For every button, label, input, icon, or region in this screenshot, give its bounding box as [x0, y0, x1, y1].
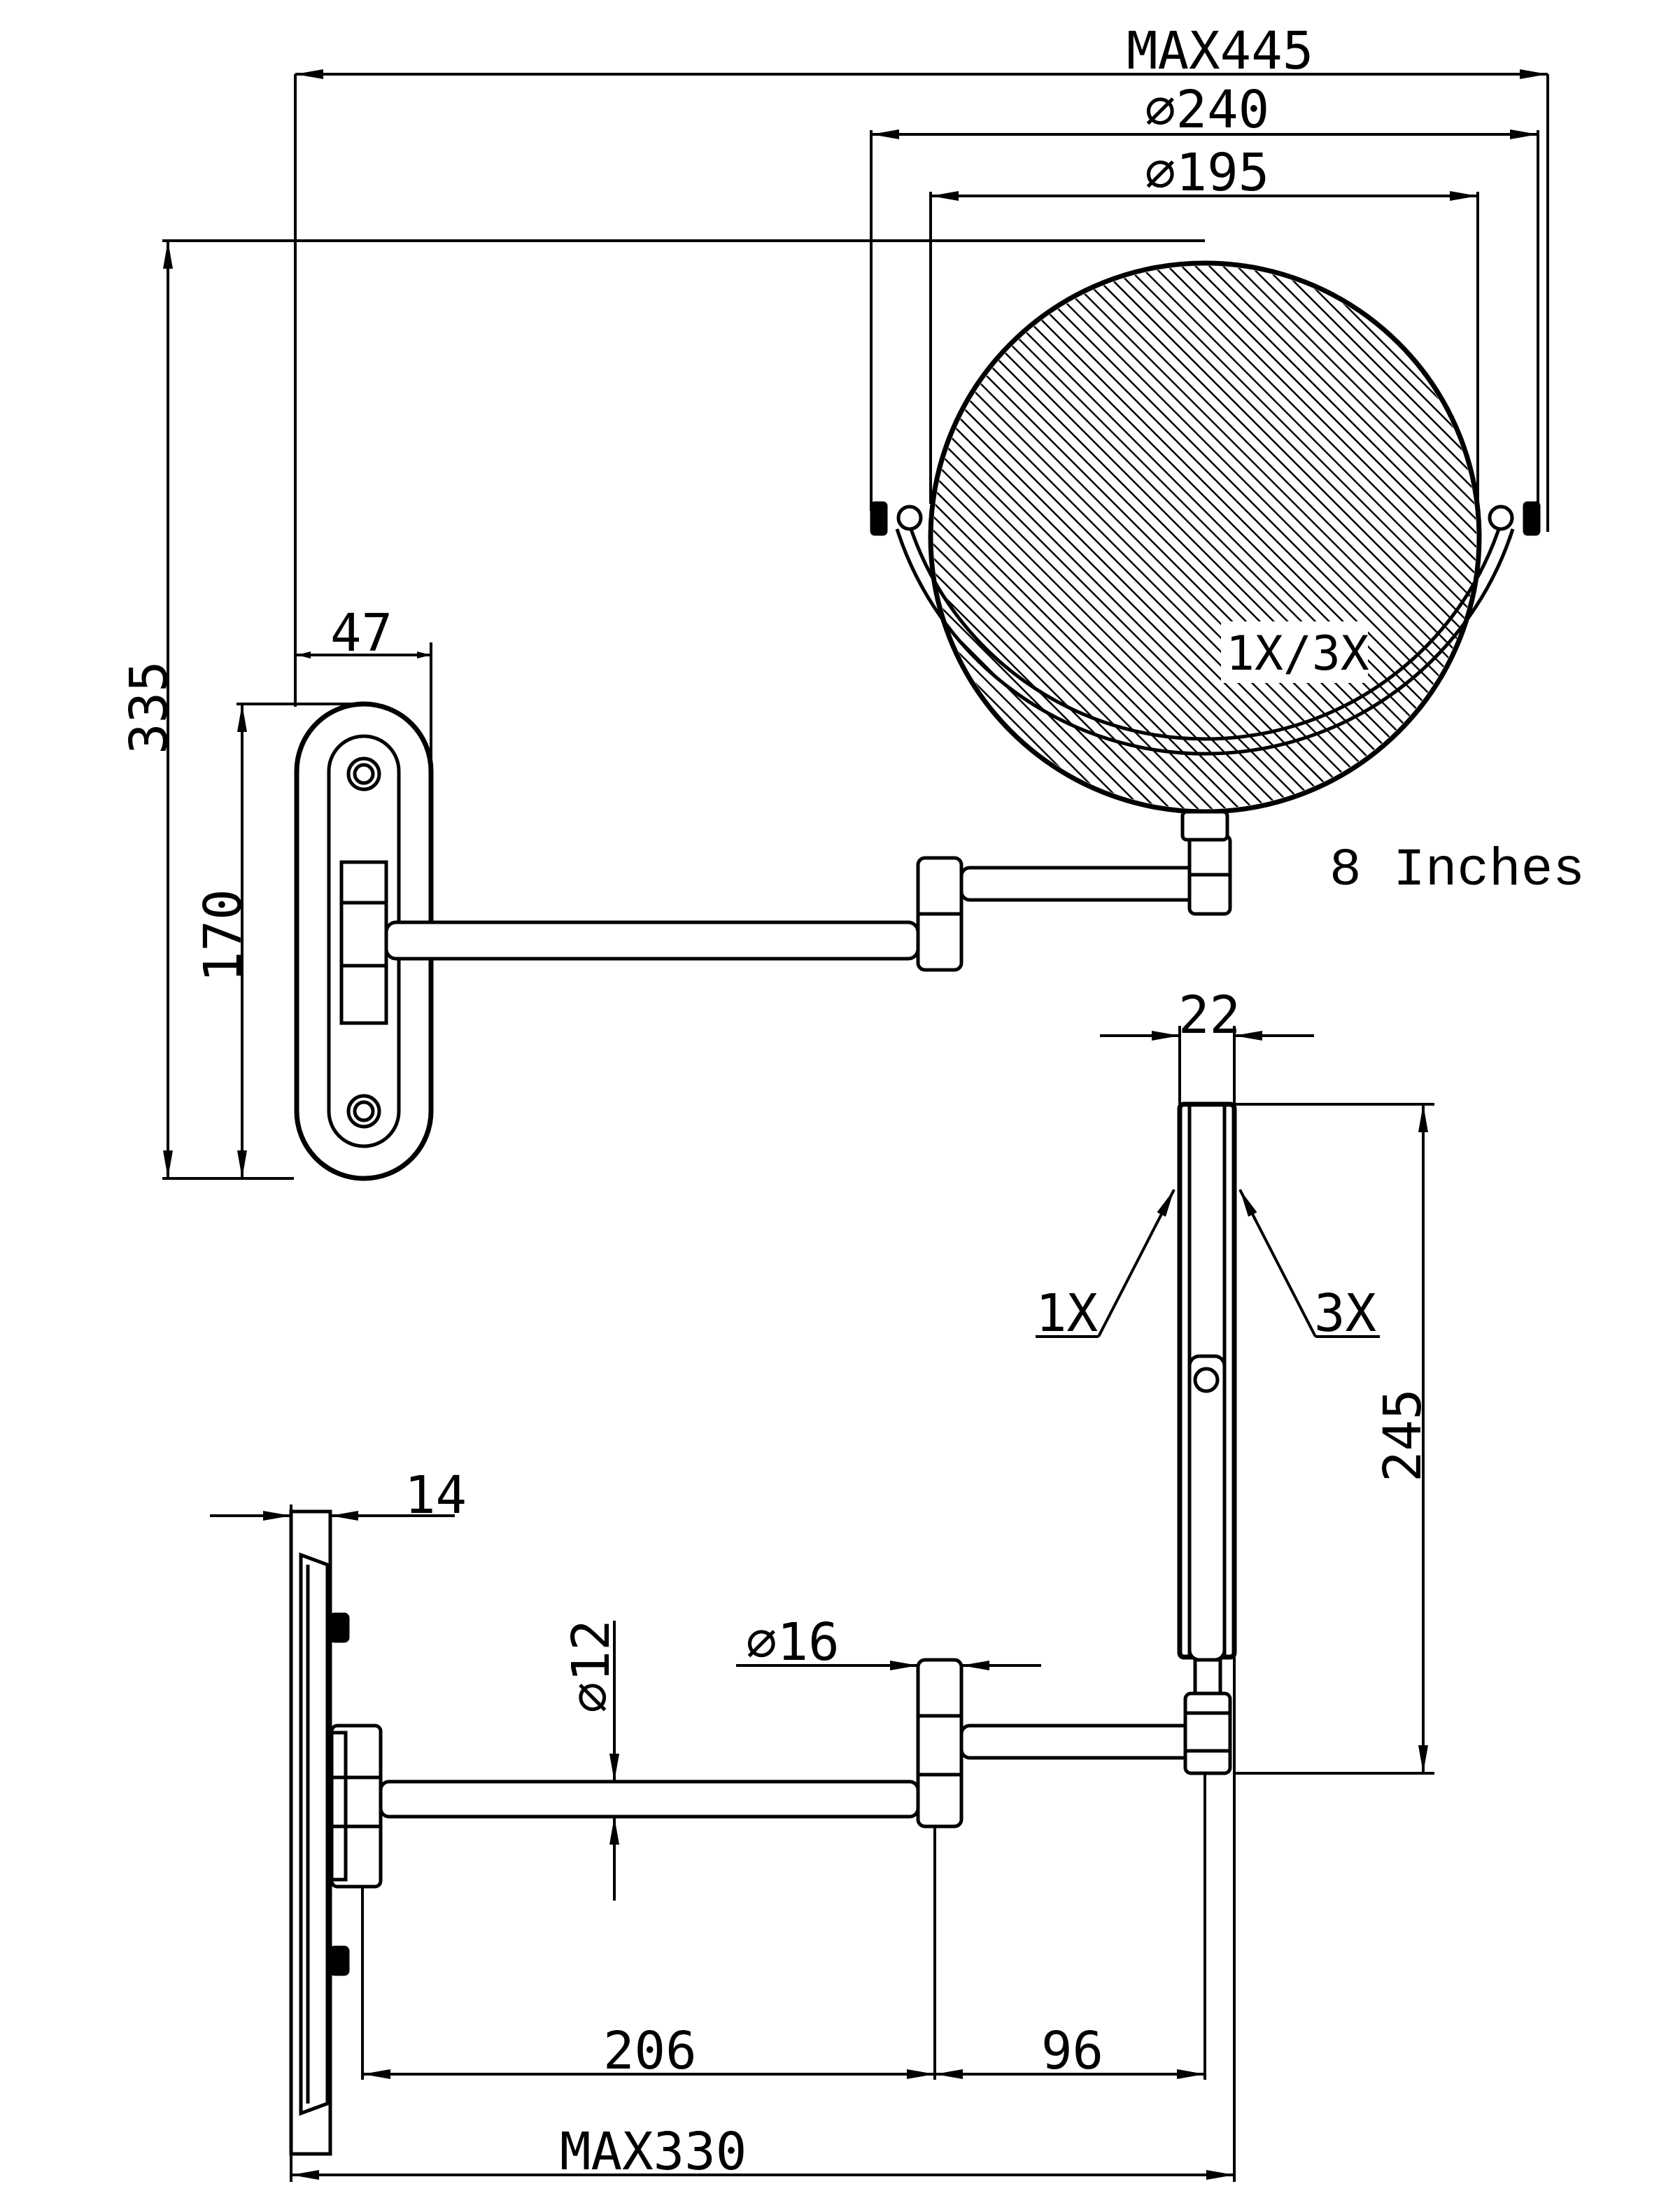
dim-mirror-thickness: 22: [1100, 985, 1314, 1104]
dim-plate-width-text: 47: [330, 603, 393, 663]
dim-outer-arm-length-text: 96: [1041, 2021, 1103, 2081]
dim-mirror-height-text: 245: [1373, 1388, 1433, 1482]
dim-plate-height-text: 170: [193, 889, 253, 982]
front-view: 1X/3X 8 Inches MAX445 ⌀240 ⌀195: [119, 21, 1585, 1181]
mirror-front: 1X/3X: [870, 260, 1541, 842]
dim-outer-arm-diameter-text: ⌀16: [746, 1612, 840, 1672]
dim-plate-width: 47: [297, 603, 432, 770]
callout-3x: 3X: [1238, 1189, 1380, 1344]
arm-side: [379, 1658, 1232, 1829]
dim-outer-arm-diameter: ⌀16: [736, 1612, 1041, 1672]
side-1x-label: 1X: [1036, 1283, 1098, 1344]
dim-max-reach: MAX330: [290, 1657, 1236, 2182]
dim-mirror-diameter-text: ⌀195: [1145, 143, 1269, 203]
side-3x-label: 3X: [1314, 1283, 1376, 1344]
dim-mirror-diameter: ⌀195: [929, 143, 1479, 504]
wall-plate-front: [294, 701, 434, 1181]
magnification-label: 1X/3X: [1226, 626, 1369, 682]
dim-frame-diameter: ⌀240: [870, 80, 1539, 511]
arm-front: [384, 833, 1232, 972]
dim-inner-arm-length-text: 206: [603, 2021, 697, 2081]
dim-inner-arm-diameter-text: ⌀12: [561, 1619, 621, 1713]
dim-max-reach-text: MAX330: [560, 2122, 747, 2182]
dim-max-width-text: MAX445: [1127, 21, 1313, 81]
dim-max-width: MAX445: [294, 21, 1549, 707]
dim-frame-diameter-text: ⌀240: [1145, 80, 1269, 140]
dim-plate-height: 170: [193, 703, 364, 1180]
wall-plate-side: [289, 1509, 383, 2156]
dim-plate-depth-text: 14: [404, 1465, 467, 1526]
mirror-size-label: 8 Inches: [1329, 840, 1585, 901]
callout-1x: 1X: [1036, 1189, 1176, 1344]
side-view: 1X 3X 22 245 14: [210, 985, 1434, 2182]
dim-mirror-height: 245: [1234, 1103, 1434, 1775]
dim-inner-arm-diameter: ⌀12: [561, 1619, 621, 1901]
mirror-side: [1177, 1101, 1237, 1696]
dim-plate-depth: 14: [210, 1465, 467, 1526]
dim-arm-lengths: 206 96: [361, 1773, 1206, 2081]
dim-total-height-text: 335: [119, 661, 179, 754]
dim-mirror-thickness-text: 22: [1178, 985, 1241, 1045]
